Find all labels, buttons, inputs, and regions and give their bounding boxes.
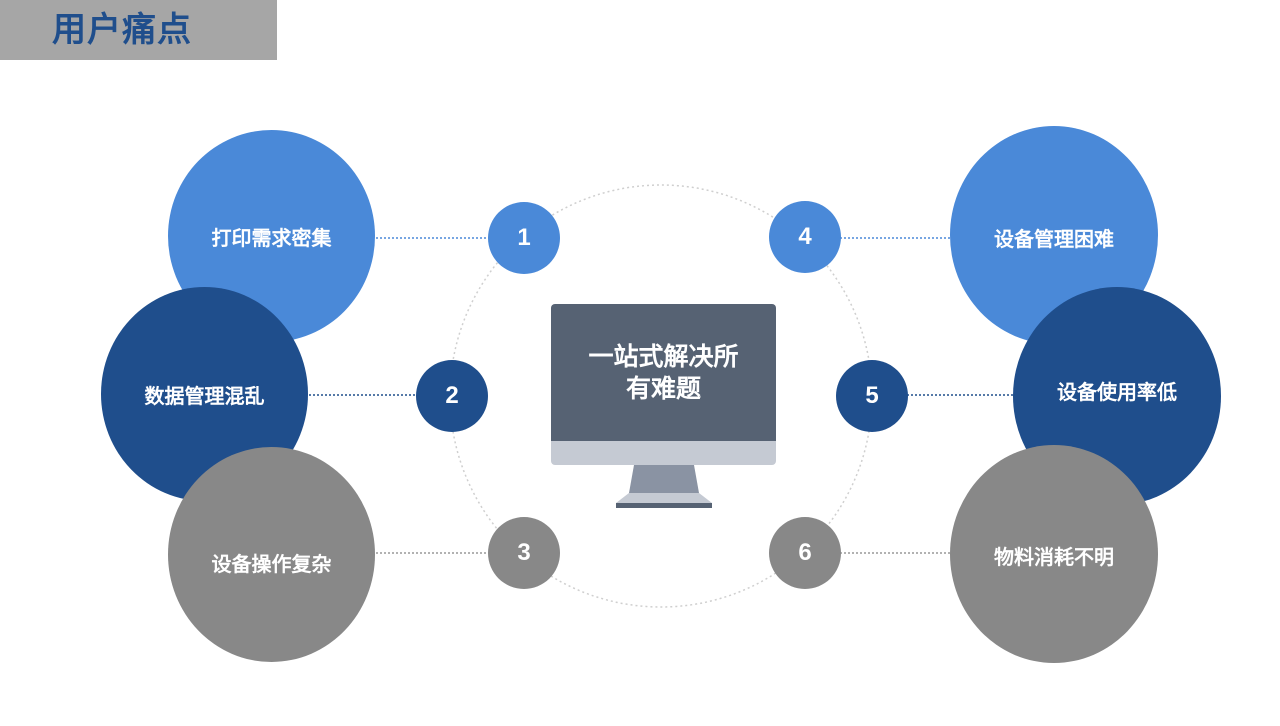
pain-label-2: 数据管理混乱 [144,383,265,408]
monitor-foot [616,503,712,508]
monitor-chin [551,441,776,465]
monitor-neck [629,465,699,493]
number-badge-3: 3 [488,517,560,589]
number-badge-2: 2 [416,360,488,432]
pain-circle-3: 设备操作复杂 [168,447,375,662]
pain-label-3: 设备操作复杂 [211,552,332,576]
pain-circle-6: 物料消耗不明 [950,445,1158,663]
number-badge-5: 5 [836,360,908,432]
number-badge-4: 4 [769,201,841,273]
number-badge-6: 6 [769,517,841,589]
page-title: 用户痛点 [52,10,192,50]
monitor-screen: 一站式解决所有难题 [551,304,776,441]
pain-label-4: 设备管理困难 [994,226,1114,251]
pain-label-1: 打印需求密集 [211,225,332,250]
number-badge-1: 1 [488,202,560,274]
pain-label-5: 设备使用率低 [1057,379,1177,404]
center-text: 一站式解决所有难题 [588,341,739,403]
monitor-base [616,493,712,503]
title-banner [0,0,277,60]
pain-label-6: 物料消耗不明 [994,544,1114,569]
